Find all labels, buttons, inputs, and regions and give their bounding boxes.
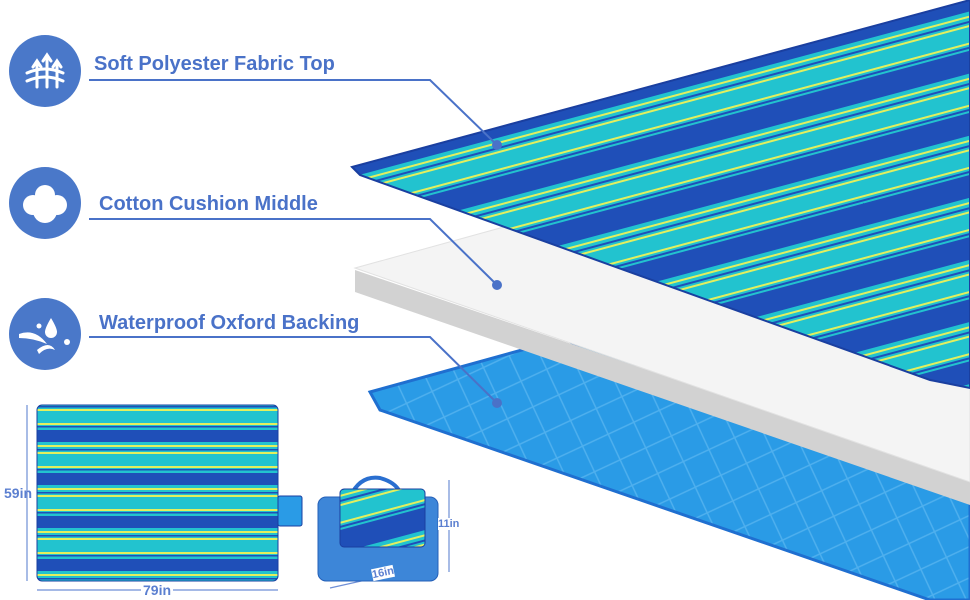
cotton-cushion-layer-edge bbox=[355, 270, 970, 505]
mat-height-label: 59in bbox=[4, 485, 33, 501]
callout-dot-bottom bbox=[492, 398, 502, 408]
callout-line-middle bbox=[89, 218, 498, 286]
mat-strap-flap bbox=[277, 495, 303, 527]
callout-dot-top bbox=[492, 140, 502, 150]
feature-label-cotton-middle: Cotton Cushion Middle bbox=[99, 193, 318, 215]
mat-width-label: 79in bbox=[141, 582, 174, 598]
callout-line-top bbox=[89, 79, 498, 146]
callout-dot-middle bbox=[492, 280, 502, 290]
polyester-fabric-top-layer bbox=[350, 0, 970, 390]
callout-line-bottom bbox=[89, 336, 498, 404]
breathable-fabric-icon bbox=[9, 35, 81, 107]
folded-height-label: 11in bbox=[438, 518, 460, 530]
feature-label-oxford-backing: Waterproof Oxford Backing bbox=[99, 312, 360, 334]
water-splash-icon bbox=[9, 298, 81, 370]
cotton-icon bbox=[9, 167, 81, 239]
flat-mat bbox=[36, 404, 279, 582]
feature-label-fabric-top: Soft Polyester Fabric Top bbox=[94, 53, 335, 75]
folded-mat-handle bbox=[348, 475, 402, 498]
folded-mat-flap bbox=[339, 488, 426, 548]
